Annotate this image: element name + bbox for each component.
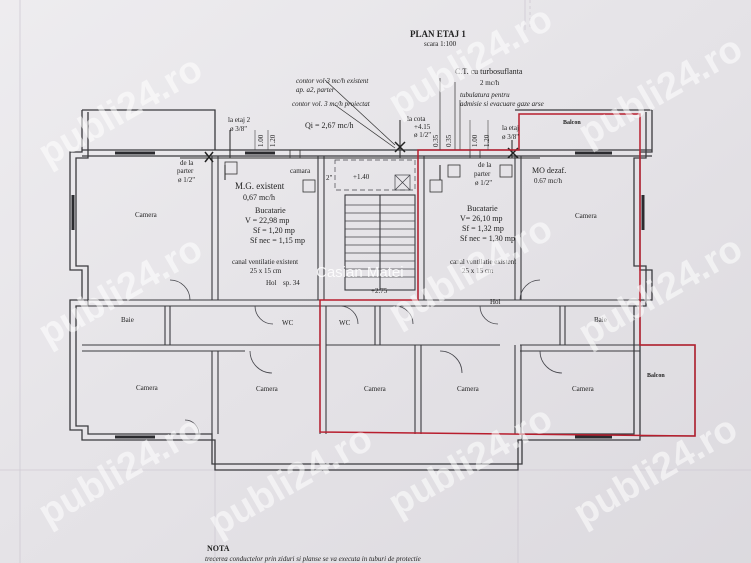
left-pantry: camara: [290, 167, 311, 175]
room-baie-left: Baie: [121, 316, 134, 324]
stair-level-top: +1.40: [353, 173, 370, 181]
windows: [71, 151, 645, 439]
apartment-outline: [319, 113, 696, 437]
room-camera-bottom-1: Camera: [136, 384, 158, 392]
dim-label-4: 0.35: [445, 134, 453, 147]
dim-label-2: 1.20: [269, 134, 277, 147]
right-kitchen-volume: V= 26,10 mp: [460, 214, 503, 223]
note-heading: NOTA: [207, 544, 230, 553]
left-vent: canal ventilatie existent: [232, 258, 299, 266]
note-meter-existing: contor vol 3 mc/h existent: [296, 77, 369, 85]
note-ct: C.T. cu turbosuflanta: [455, 67, 523, 76]
room-camera-bottom-4: Camera: [457, 385, 479, 393]
room-balcon-right: Balcon: [647, 373, 665, 379]
left-kitchen-volume: V = 22,98 mp: [245, 216, 290, 225]
right-kitchen-sf: Sf = 1,32 mp: [462, 224, 504, 233]
note-diam-ground-left: ø 1/2": [178, 176, 196, 184]
left-kitchen-sfnec: Sf nec = 1,15 mp: [250, 236, 305, 245]
stair-level-bottom: +2.75: [371, 287, 388, 295]
note-ground-left: parter: [177, 167, 194, 175]
left-vent-dims: 25 x 15 cm: [250, 267, 282, 275]
note-from-right: de la: [478, 161, 492, 169]
plan-title: PLAN ETAJ 1: [410, 29, 466, 39]
doors: [169, 279, 563, 435]
right-vent-dims: 25 x 15 cm: [462, 267, 494, 275]
room-camera-top-right: Camera: [575, 212, 597, 220]
note-diam-ground-right: ø 1/2": [475, 179, 493, 187]
note-2-inch: 2": [326, 174, 333, 182]
left-hall-label: Hol: [266, 279, 277, 287]
room-baie-right: Baie: [594, 316, 607, 324]
note-ground-right: parter: [474, 170, 491, 178]
note-text: trecerea conductelor prin ziduri si plan…: [205, 555, 421, 563]
left-gas-meter-flow: 0,67 mc/h: [243, 193, 275, 202]
room-wc-right: WC: [339, 319, 351, 327]
author-watermark: Casian Matei: [316, 264, 404, 281]
note-diam-right: ø 3/8": [502, 133, 520, 141]
dim-label-5: 1.00: [471, 134, 479, 147]
note-at-level: la cota: [407, 115, 426, 123]
note-diam-left: ø 3/8": [230, 125, 248, 133]
right-kitchen-name: Bucatarie: [467, 204, 498, 213]
note-to-floor: la etaj: [502, 124, 519, 132]
left-kitchen-name: Bucatarie: [255, 206, 286, 215]
building-walls: [69, 109, 696, 471]
note-meter-projected: contor vol. 3 mc/h proiectat: [292, 100, 370, 108]
dim-label-3: 0.35: [432, 134, 440, 147]
note-tubing-1: tubulatura pentru: [460, 91, 510, 99]
left-gas-meter: M.G. existent: [235, 181, 285, 191]
left-kitchen-sf: Sf = 1,20 mp: [253, 226, 295, 235]
note-flow-qi: Qi = 2,67 mc/h: [305, 121, 354, 130]
dim-label-1: 1.00: [257, 134, 265, 147]
plan-scale: scara 1:100: [424, 40, 457, 48]
dim-label-6: 1.20: [483, 134, 491, 147]
room-camera-bottom-2: Camera: [256, 385, 278, 393]
room-balcon-top: Balcon: [563, 120, 581, 126]
right-vent: canal ventilatie existent: [450, 258, 517, 266]
note-tubing-2: admisie si evacuare gaze arse: [460, 100, 544, 108]
room-camera-bottom-5: Camera: [572, 385, 594, 393]
room-wc-left: WC: [282, 319, 294, 327]
note-from-left: de la: [180, 159, 194, 167]
staircase: [334, 159, 416, 278]
right-gas-meter: MO dezaf.: [532, 166, 567, 175]
room-camera-top-left: Camera: [135, 211, 157, 219]
dimension-marks: [254, 120, 489, 150]
note-diam-top: ø 1/2": [414, 131, 432, 139]
appliances: [224, 149, 513, 193]
note-meter-existing-2: ap. a2, parter: [296, 86, 335, 94]
note-ct-flow: 2 mc/h: [480, 79, 500, 87]
right-kitchen-sfnec: Sf nec = 1,30 mp: [460, 234, 515, 243]
stair-spec: sp. 34: [283, 279, 300, 287]
right-hall-label: Hol: [490, 298, 501, 306]
note-to-floor2: la etaj 2: [228, 116, 251, 124]
note-level-value: +4.15: [414, 123, 431, 131]
room-camera-bottom-3: Camera: [364, 385, 386, 393]
right-gas-meter-flow: 0.67 mc/h: [534, 177, 562, 185]
